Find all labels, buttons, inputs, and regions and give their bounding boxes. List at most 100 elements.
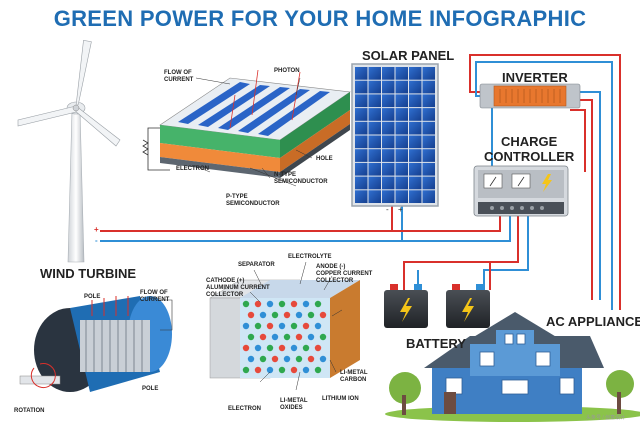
solar-panel-cell bbox=[355, 80, 368, 94]
rotation-label: ROTATION bbox=[14, 408, 45, 414]
solar-panel-cell bbox=[422, 94, 435, 108]
solar-panel-cell bbox=[368, 149, 381, 162]
ion-particle bbox=[302, 344, 310, 352]
pole-top-label: POLE bbox=[84, 294, 101, 300]
solar-panel-cell bbox=[422, 80, 435, 94]
ion-particle bbox=[254, 344, 262, 352]
solar-panel-cell bbox=[422, 108, 435, 121]
solar-panel-cell bbox=[409, 108, 422, 121]
solar-panel-cell bbox=[355, 162, 368, 176]
solar-panel-cell bbox=[409, 190, 422, 203]
solar-panel-cell bbox=[409, 135, 422, 149]
ion-particle bbox=[307, 333, 315, 341]
solar-panel-cell bbox=[395, 149, 408, 162]
ion-particle bbox=[266, 322, 274, 330]
ion-particle bbox=[319, 311, 327, 319]
ion-particle bbox=[314, 300, 322, 308]
solar-panel-cell bbox=[422, 176, 435, 190]
ion-particle bbox=[247, 311, 255, 319]
ion-particle bbox=[278, 366, 286, 374]
wind-turbine-illustration bbox=[17, 39, 121, 263]
solar-panel-cell bbox=[355, 190, 368, 203]
solar-panel-cell bbox=[382, 190, 395, 203]
solar-panel-cell bbox=[395, 135, 408, 149]
ion-particle bbox=[307, 311, 315, 319]
solar-panel-cell bbox=[422, 135, 435, 149]
solar-panel-cell bbox=[355, 108, 368, 121]
ion-particle bbox=[247, 355, 255, 363]
solar-panel-cell bbox=[395, 108, 408, 121]
solar-panel-cell bbox=[382, 80, 395, 94]
negative-marker: - bbox=[95, 236, 98, 245]
solar-panel-cell bbox=[382, 176, 395, 190]
page-title: GREEN POWER FOR YOUR HOME INFOGRAPHIC bbox=[53, 6, 587, 31]
solar-panel-cell bbox=[368, 80, 381, 94]
li-metal-oxides-label: LI-METAL OXIDES bbox=[280, 398, 308, 411]
ion-particle bbox=[278, 344, 286, 352]
solar-panel-cell bbox=[368, 121, 381, 135]
ion-particle bbox=[283, 355, 291, 363]
solar-panel-cell bbox=[382, 94, 395, 108]
generator-diagram bbox=[19, 296, 173, 392]
solar-panel-cell bbox=[409, 149, 422, 162]
solar-panel-cell bbox=[422, 67, 435, 80]
lithium-ion-label: LITHIUM ION bbox=[322, 396, 359, 402]
ion-particle bbox=[290, 344, 298, 352]
photon-label: PHOTON bbox=[274, 68, 300, 74]
solar-panel-cell bbox=[355, 67, 368, 80]
solar-panel-cell bbox=[368, 176, 381, 190]
solar-panel-cell bbox=[422, 190, 435, 203]
battery-label: BATTERY bbox=[406, 336, 466, 351]
ion-particle bbox=[259, 333, 267, 341]
solar-panel-cell bbox=[368, 135, 381, 149]
ion-particle bbox=[278, 322, 286, 330]
solar-panel-cell bbox=[409, 67, 422, 80]
ion-particle bbox=[259, 311, 267, 319]
ion-particle bbox=[259, 355, 267, 363]
ion-particle bbox=[242, 344, 250, 352]
ion-particle bbox=[247, 333, 255, 341]
watermark: 头条号 / 创意设计 bbox=[586, 415, 626, 421]
solar-panel-cell bbox=[355, 135, 368, 149]
ion-particle bbox=[271, 333, 279, 341]
ion-particle bbox=[266, 344, 274, 352]
solar-panel-cell bbox=[382, 162, 395, 176]
svg-text:+: + bbox=[398, 205, 403, 214]
solar-panel-cell bbox=[368, 94, 381, 108]
ion-particle bbox=[242, 366, 250, 374]
solar-panel-cell bbox=[368, 67, 381, 80]
separator-label: SEPARATOR bbox=[238, 262, 275, 268]
ion-particle bbox=[278, 300, 286, 308]
ion-particle bbox=[283, 311, 291, 319]
solar-panel-cell bbox=[409, 176, 422, 190]
solar-panel-label: SOLAR PANEL bbox=[362, 48, 455, 63]
ac-appliances-label: AC APPLIANCES bbox=[546, 314, 640, 329]
ion-particle bbox=[283, 333, 291, 341]
solar-panel-cell bbox=[409, 121, 422, 135]
ion-particle bbox=[242, 300, 250, 308]
ion-particle bbox=[271, 355, 279, 363]
ion-particle bbox=[254, 300, 262, 308]
ion-particle bbox=[295, 355, 303, 363]
solar-panel-cell bbox=[395, 94, 408, 108]
ion-particle bbox=[295, 333, 303, 341]
anode-label: ANODE (-) COPPER CURRENT COLLECTOR bbox=[316, 264, 373, 284]
solar-panel-cell bbox=[382, 121, 395, 135]
ion-particle bbox=[266, 366, 274, 374]
solar-panel-cell bbox=[355, 149, 368, 162]
ion-particle bbox=[307, 355, 315, 363]
solar-panel-cell bbox=[382, 67, 395, 80]
battery-illustration bbox=[384, 284, 490, 328]
solar-panel-cell bbox=[422, 149, 435, 162]
ion-particle bbox=[271, 311, 279, 319]
solar-panel-cell bbox=[422, 121, 435, 135]
charge-controller-illustration bbox=[473, 165, 569, 217]
svg-text:-: - bbox=[386, 205, 389, 214]
ion-particle bbox=[290, 322, 298, 330]
ion-particle bbox=[314, 366, 322, 374]
ion-particle bbox=[314, 322, 322, 330]
solar-panel-cell bbox=[409, 94, 422, 108]
generator-flow-of-current-label: FLOW OF CURRENT bbox=[140, 290, 170, 303]
solar-panel-cell bbox=[395, 80, 408, 94]
solar-panel-cell bbox=[409, 162, 422, 176]
